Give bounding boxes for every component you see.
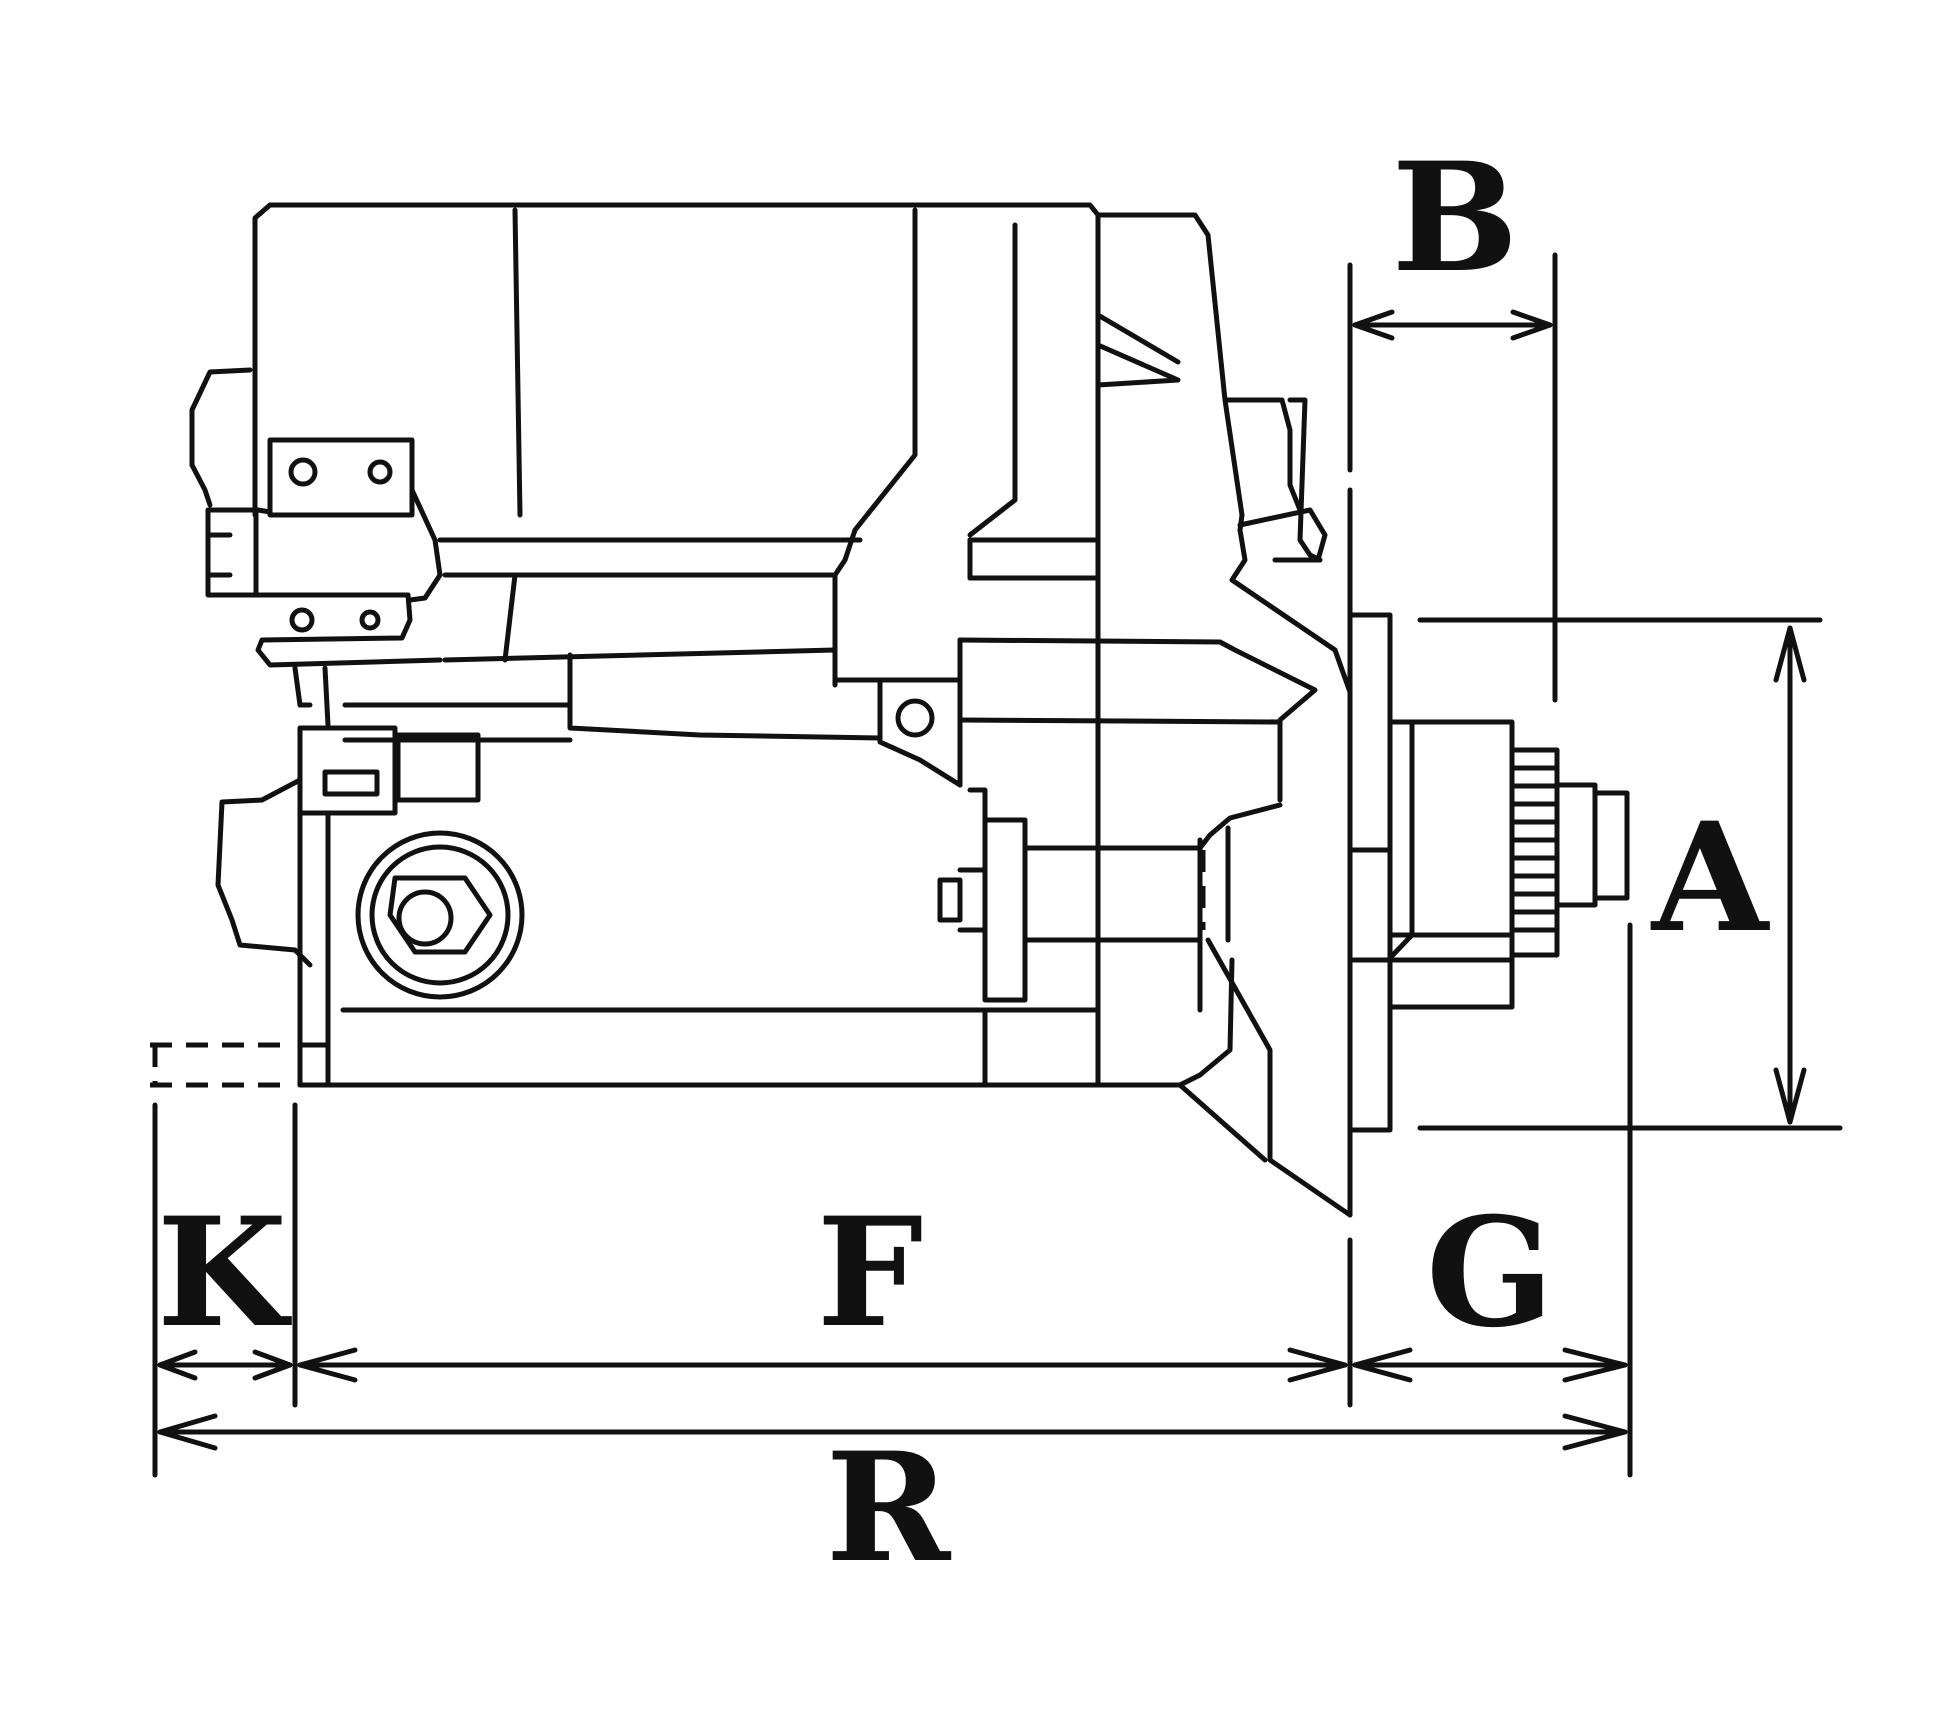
dimension-r: R [157, 1413, 1628, 1596]
label-k: K [157, 1185, 292, 1361]
pinion-gear [1387, 719, 1630, 1010]
label-b: B [1392, 130, 1519, 306]
dimension-g: G [1352, 922, 1633, 1478]
label-r: R [826, 1420, 952, 1596]
label-f: F [817, 1185, 924, 1361]
motor-housing [252, 202, 1353, 1088]
terminal-nut [355, 830, 525, 1000]
center-frame [567, 637, 1353, 1218]
dimension-a: A [1417, 617, 1843, 1131]
front-bracket [215, 665, 1101, 1088]
rear-cap-outline [150, 1042, 285, 1088]
dimension-k: K [152, 1102, 298, 1478]
label-g: G [1426, 1185, 1554, 1361]
dimension-f: F [297, 1185, 1353, 1408]
label-a: A [1650, 790, 1771, 966]
dimension-b: B [1347, 130, 1558, 703]
drive-flange [1225, 397, 1393, 1218]
solenoid-mount [189, 367, 443, 668]
